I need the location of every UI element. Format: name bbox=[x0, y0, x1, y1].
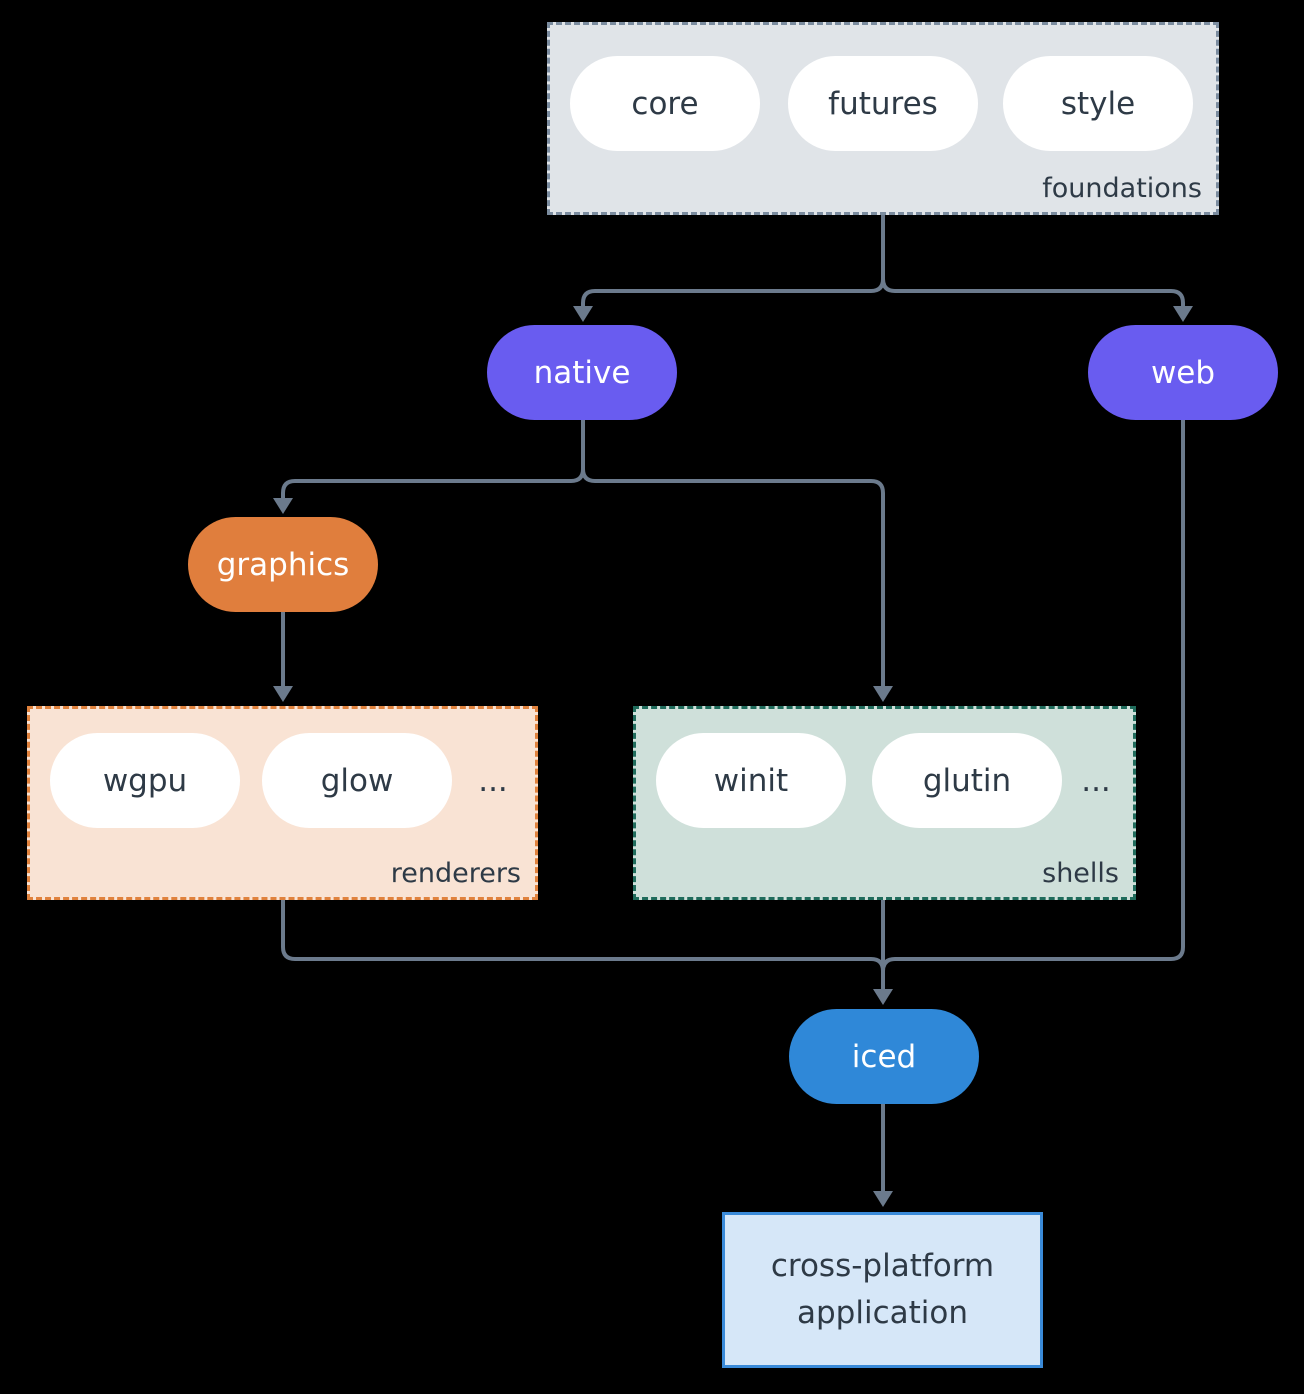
node-native: native bbox=[487, 325, 677, 420]
arrowhead-into-web bbox=[1173, 306, 1193, 322]
arrowhead-into-renderers bbox=[273, 686, 293, 702]
application-label: cross-platform application bbox=[770, 1248, 995, 1331]
arrowhead-into-shells bbox=[873, 686, 893, 702]
node-winit: winit bbox=[656, 733, 846, 828]
edge-foundations-web bbox=[881, 215, 1185, 306]
foundations-group-box: core futures style foundations bbox=[547, 22, 1219, 215]
arrowhead-into-iced bbox=[873, 989, 893, 1005]
edge-native-graphics bbox=[281, 420, 585, 498]
node-graphics: graphics bbox=[188, 517, 378, 612]
shells-group-box: winit glutin ... shells bbox=[633, 706, 1136, 900]
node-futures: futures bbox=[788, 56, 978, 151]
arrowhead-into-graphics bbox=[273, 498, 293, 514]
node-web: web bbox=[1088, 325, 1278, 420]
renderers-group-label: renderers bbox=[390, 858, 521, 889]
node-glow: glow bbox=[262, 733, 452, 828]
foundations-group-label: foundations bbox=[1042, 173, 1202, 204]
edge-foundations-native bbox=[581, 215, 885, 306]
arrowhead-into-application bbox=[873, 1191, 893, 1207]
edge-native-shells bbox=[581, 468, 885, 686]
renderers-ellipsis: ... bbox=[478, 762, 508, 799]
node-iced: iced bbox=[789, 1009, 979, 1104]
node-style: style bbox=[1003, 56, 1193, 151]
shells-ellipsis: ... bbox=[1081, 762, 1111, 799]
node-core: core bbox=[570, 56, 760, 151]
node-wgpu: wgpu bbox=[50, 733, 240, 828]
shells-group-label: shells bbox=[1042, 858, 1119, 889]
arrowhead-into-native bbox=[573, 306, 593, 322]
node-cross-platform-application: cross-platform application bbox=[722, 1212, 1043, 1368]
renderers-group-box: wgpu glow ... renderers bbox=[27, 706, 538, 900]
node-glutin: glutin bbox=[872, 733, 1062, 828]
edge-renderers-iced bbox=[281, 900, 885, 972]
